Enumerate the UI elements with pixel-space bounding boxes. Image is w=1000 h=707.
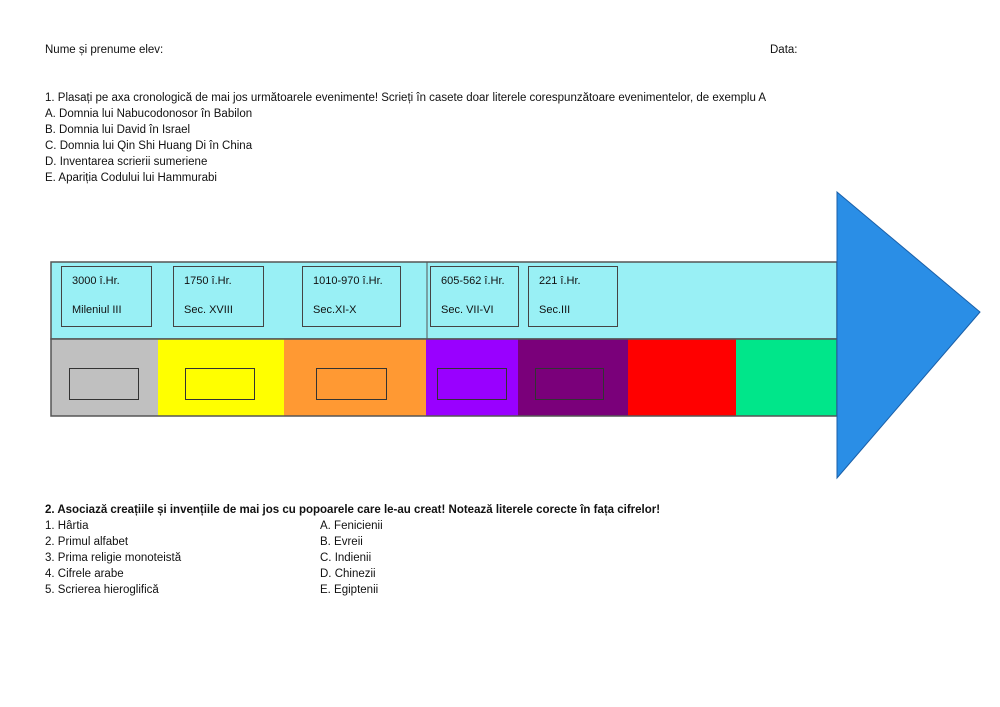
answer-box-3[interactable] — [316, 368, 387, 400]
date-box-2-period: Sec. XVIII — [184, 304, 233, 316]
exercise2-item-2: 2. Primul alfabet — [45, 536, 129, 548]
date-box-3-date: 1010-970 î.Hr. — [313, 275, 383, 287]
date-box-2: 1750 î.Hr. Sec. XVIII — [173, 266, 264, 327]
exercise2-item-3: 3. Prima religie monoteistă — [45, 552, 182, 564]
date-box-5-period: Sec.III — [539, 304, 571, 316]
date-box-3: 1010-970 î.Hr. Sec.XI-X — [302, 266, 401, 327]
exercise2-people-c: C. Indienii — [320, 552, 372, 564]
answer-box-4[interactable] — [437, 368, 507, 400]
answer-box-1[interactable] — [69, 368, 139, 400]
exercise2-item-5: 5. Scrierea hieroglifică — [45, 584, 159, 596]
date-box-1: 3000 î.Hr. Mileniul III — [61, 266, 152, 327]
event-d: D. Inventarea scrierii sumeriene — [45, 156, 208, 168]
exercise2-people-a: A. Fenicienii — [320, 520, 383, 532]
exercise2-people-d: D. Chinezii — [320, 568, 376, 580]
exercise2-instruction: 2. Asociază creațiile și invențiile de m… — [45, 504, 661, 516]
timeline-segment-5 — [518, 339, 628, 416]
date-box-4-date: 605-562 î.Hr. — [441, 275, 505, 287]
exercise1-instruction: 1. Plasați pe axa cronologică de mai jos… — [45, 92, 767, 104]
exercise2-item-1: 1. Hârtia — [45, 520, 89, 532]
event-e: E. Apariția Codului lui Hammurabi — [45, 172, 217, 184]
date-box-4-period: Sec. VII-VI — [441, 304, 494, 316]
event-c: C. Domnia lui Qin Shi Huang Di în China — [45, 140, 253, 152]
date-box-1-period: Mileniul III — [72, 304, 122, 316]
date-box-5: 221 î.Hr. Sec.III — [528, 266, 618, 327]
timeline-segment-1 — [51, 339, 158, 416]
date-box-1-date: 3000 î.Hr. — [72, 275, 120, 287]
date-box-4: 605-562 î.Hr. Sec. VII-VI — [430, 266, 519, 327]
exercise2-people-e: E. Egiptenii — [320, 584, 379, 596]
timeline-segment-6 — [628, 339, 736, 416]
timeline-segment-3 — [284, 339, 426, 416]
date-box-3-period: Sec.XI-X — [313, 304, 357, 316]
exercise2-people-b: B. Evreii — [320, 536, 363, 548]
timeline-arrow-head — [836, 190, 981, 480]
event-b: B. Domnia lui David în Israel — [45, 124, 191, 136]
student-name-label: Nume și prenume elev: — [45, 44, 164, 56]
timeline-segment-7 — [736, 339, 837, 416]
exercise2-item-4: 4. Cifrele arabe — [45, 568, 124, 580]
answer-box-2[interactable] — [185, 368, 255, 400]
date-box-2-date: 1750 î.Hr. — [184, 275, 232, 287]
answer-box-5[interactable] — [535, 368, 604, 400]
timeline-segment-4 — [426, 339, 518, 416]
event-a: A. Domnia lui Nabucodonosor în Babilon — [45, 108, 253, 120]
date-box-5-date: 221 î.Hr. — [539, 275, 581, 287]
timeline-segment-2 — [158, 339, 284, 416]
date-label: Data: — [770, 44, 798, 56]
